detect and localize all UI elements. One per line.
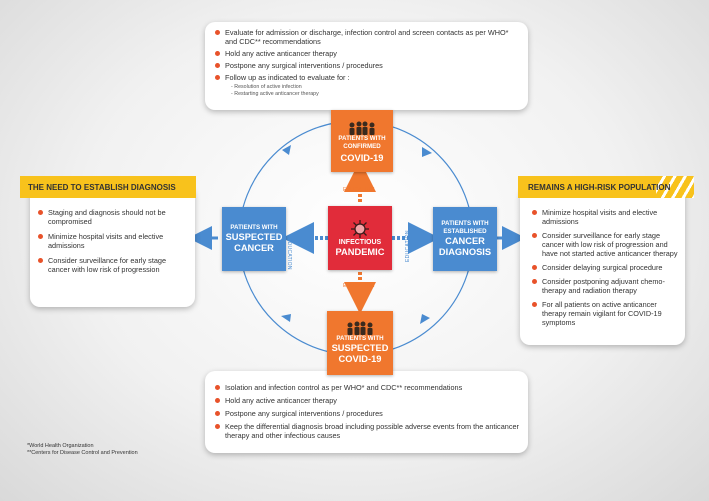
box-title: COVID-19 [340,152,384,163]
high-risk-list: Minimize hospital visits and elective ad… [530,208,680,332]
suspected-covid-list: Isolation and infection control as per W… [213,383,520,440]
establish-diagnosis-list: Staging and diagnosis should not be comp… [36,208,186,280]
footnote-cdc: **Centers for Disease Control and Preven… [27,450,138,456]
list-item: Consider postponing adjuvant chemo-thera… [530,277,680,295]
confirmed-covid-box: PATIENTS WITH CONFIRMED COVID-19 [331,110,393,172]
people-group-icon [349,121,375,135]
list-item: Hold any active anticancer therapy [213,396,520,405]
footnote-who: *World Health Organization [27,443,94,449]
education-label-bottom: EDUCATION [343,283,375,289]
sub-item: - Restarting active anticancer therapy [231,91,319,97]
list-item: Staging and diagnosis should not be comp… [36,208,186,226]
confirmed-covid-list: Evaluate for admission or discharge, inf… [213,28,520,98]
list-item: Consider surveillance for early stage ca… [36,256,186,274]
infectious-pandemic-box: INFECTIOUS PANDEMIC [328,206,392,270]
box-label: INFECTIOUS [338,238,382,246]
box-label: ESTABLISHED [443,228,487,235]
people-group-icon [347,321,373,335]
high-risk-card [520,185,685,345]
box-label: PATIENTS WITH [230,224,278,231]
box-title: SUSPECTED [331,343,389,353]
list-item: Postpone any surgical interventions / pr… [213,409,520,418]
education-label-top: EDUCATION [343,187,375,193]
suspected-cancer-box: PATIENTS WITH SUSPECTED CANCER [222,207,286,271]
box-label: PATIENTS WITH [441,220,489,227]
list-item: For all patients on active anticancer th… [530,300,680,327]
list-item: Minimize hospital visits and elective ad… [36,232,186,250]
establish-diagnosis-title: THE NEED TO ESTABLISH DIAGNOSIS [20,176,196,198]
list-item: Isolation and infection control as per W… [213,383,520,392]
list-item: Postpone any surgical interventions / pr… [213,61,520,70]
list-item: Minimize hospital visits and elective ad… [530,208,680,226]
hazard-stripes [656,176,694,198]
list-item: Follow up as indicated to evaluate for :… [213,73,520,98]
box-label: PATIENTS WITH [338,134,386,142]
virus-icon [351,219,369,238]
sub-list: - Resolution of active infection - Resta… [231,84,520,98]
list-item: Hold any active anticancer therapy [213,49,520,58]
education-label-left: EDUCATION [286,238,292,270]
suspected-covid-card: Isolation and infection control as per W… [205,371,528,453]
high-risk-title: REMAINS A HIGH-RISK POPULATION [518,176,694,198]
box-label: PATIENTS WITH [336,335,384,342]
box-title: CANCER [234,243,274,253]
list-item: Keep the differential diagnosis broad in… [213,422,520,440]
sub-item: - Resolution of active infection [231,84,302,90]
establish-diagnosis-card [30,185,195,307]
list-item: Evaluate for admission or discharge, inf… [213,28,520,46]
list-item: Consider surveillance for early stage ca… [530,231,680,258]
suspected-covid-box: PATIENTS WITH SUSPECTED COVID-19 [327,311,393,375]
box-title: DIAGNOSIS [438,247,492,257]
box-title: SUSPECTED [225,232,283,242]
established-cancer-box: PATIENTS WITH ESTABLISHED CANCER DIAGNOS… [433,207,497,271]
list-item: Consider delaying surgical procedure [530,263,680,272]
confirmed-covid-card: Evaluate for admission or discharge, inf… [205,22,528,110]
box-title: CANCER [445,236,485,246]
education-label-right: EDUCATION [405,230,411,262]
box-label: CONFIRMED [343,142,381,150]
box-title: COVID-19 [338,354,382,364]
box-title: PANDEMIC [335,246,385,257]
list-item-text: Follow up as indicated to evaluate for : [225,73,350,82]
